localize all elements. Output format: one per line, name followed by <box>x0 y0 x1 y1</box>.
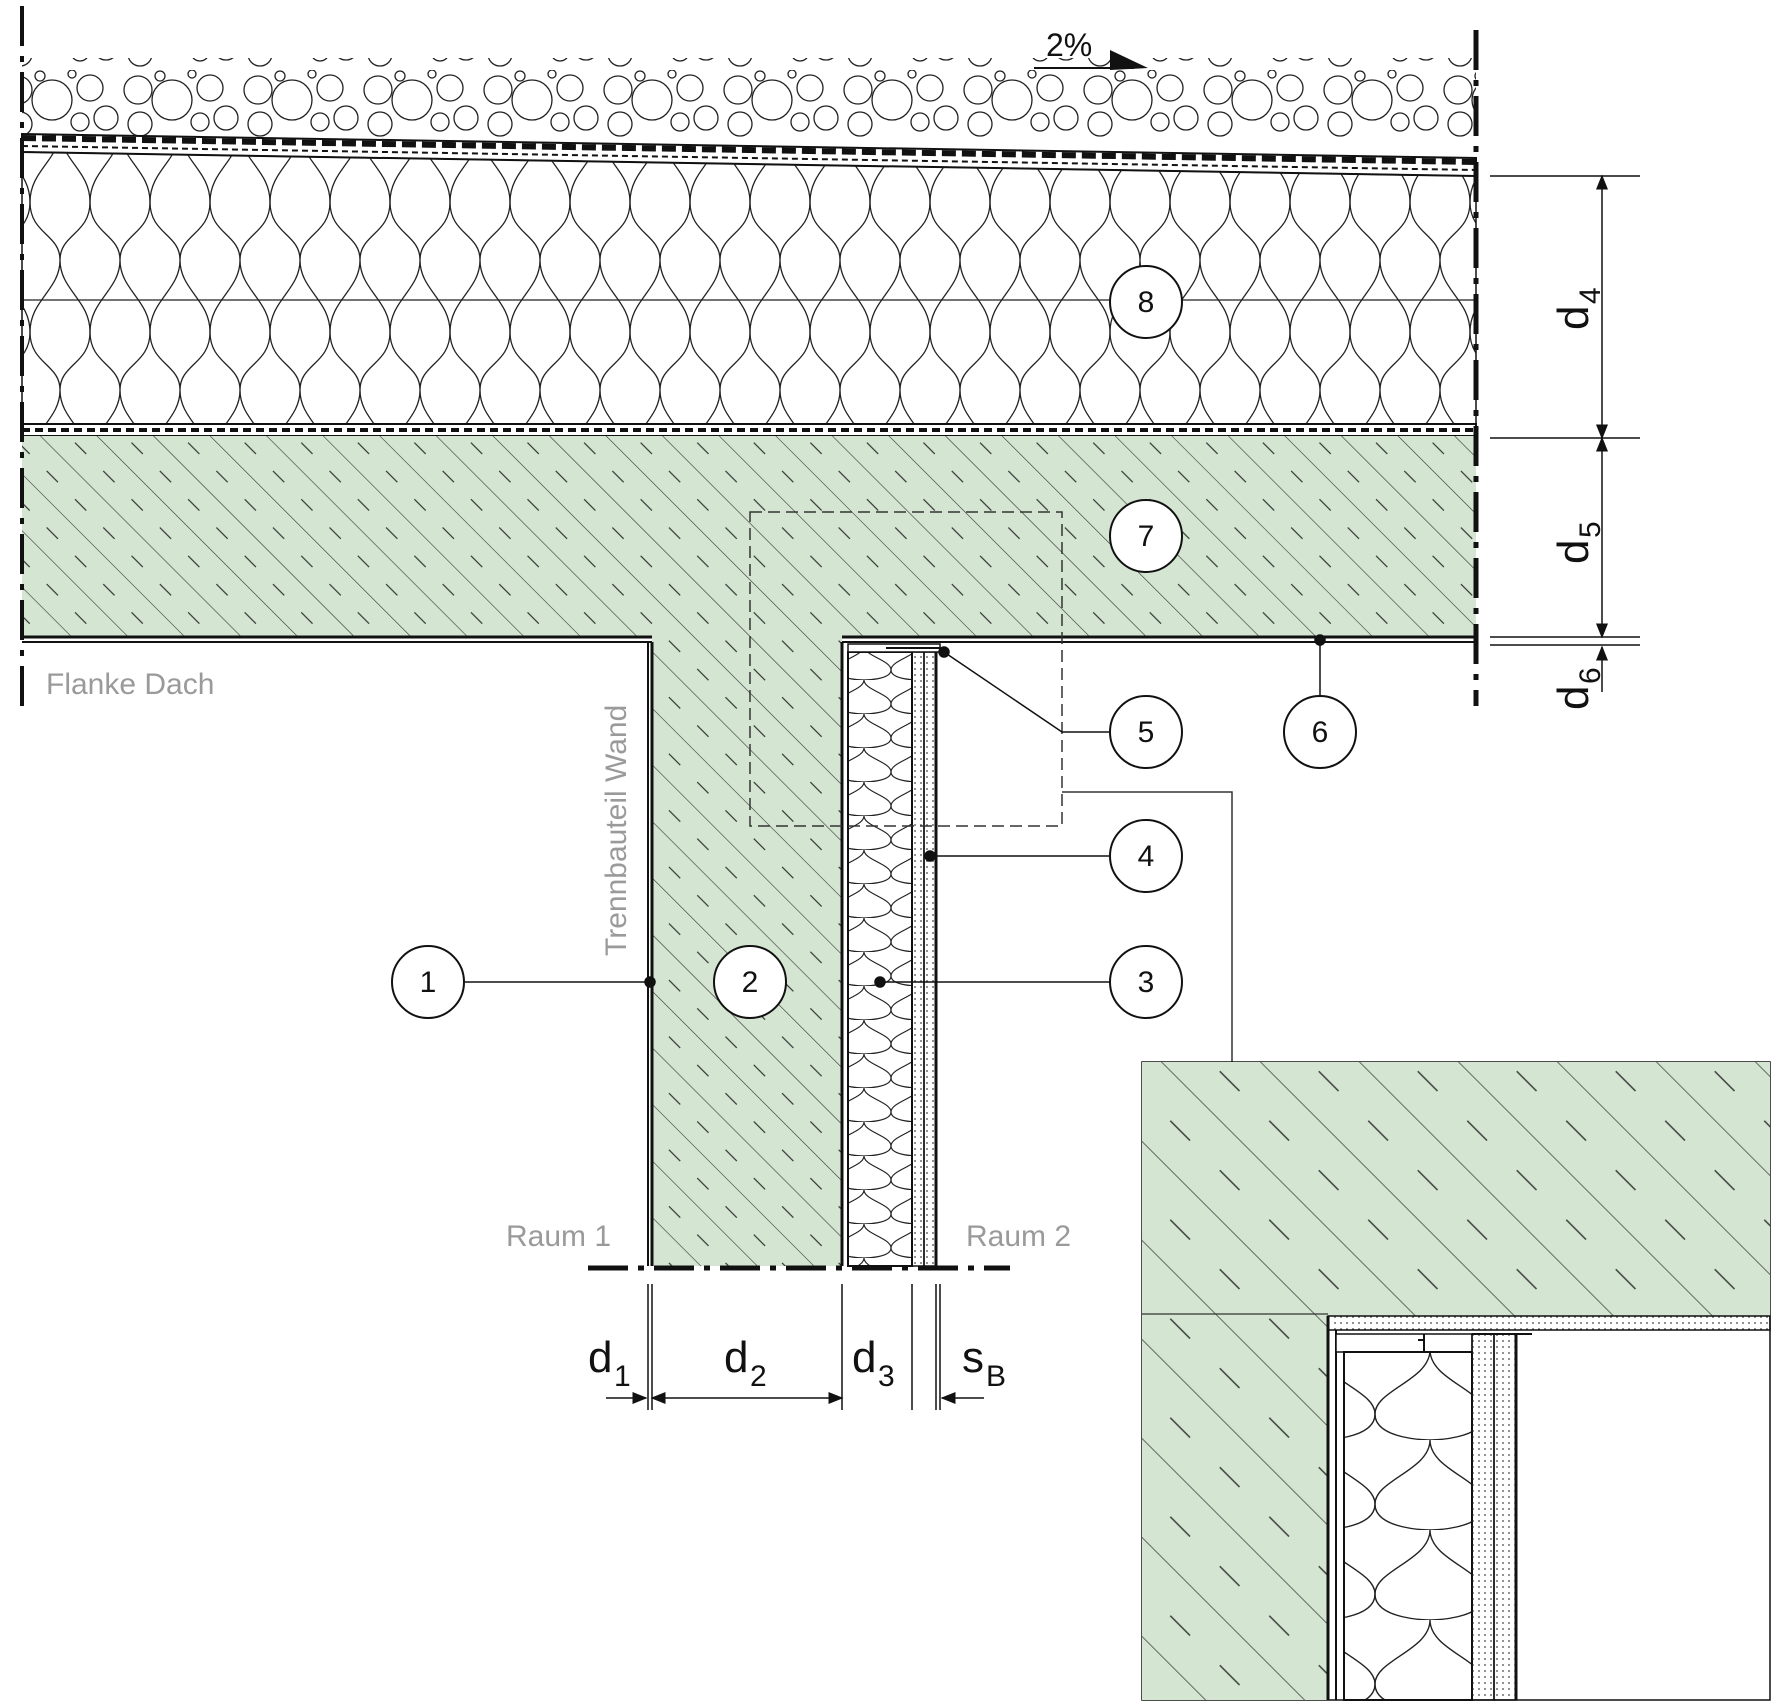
dim-d6-sub: 6 <box>1574 667 1607 684</box>
label-flanke-dach: Flanke Dach <box>46 668 214 701</box>
callout-6: 6 <box>1283 695 1357 769</box>
dim-sB-sub: B <box>986 1360 1006 1393</box>
dim-d4-base: d <box>1549 306 1598 330</box>
callout-2-label: 2 <box>742 966 759 999</box>
gravel-layer <box>22 58 1476 138</box>
callout-3: 3 <box>1109 945 1183 1019</box>
label-raum-2: Raum 2 <box>966 1220 1071 1253</box>
dim-d2-sub: 2 <box>750 1360 767 1393</box>
dim-sB-base: s <box>962 1333 984 1382</box>
dim-d1-sub: 1 <box>614 1360 631 1393</box>
callout-6-label: 6 <box>1312 716 1329 749</box>
callout-leaders <box>464 634 1326 988</box>
wall-lining <box>847 643 941 1267</box>
vertical-dimension-chain <box>1490 174 1640 692</box>
callout-1-label: 1 <box>420 966 437 999</box>
callout-8-label: 8 <box>1138 286 1155 319</box>
detail-leader <box>1062 791 1233 1062</box>
callout-4-label: 4 <box>1138 840 1155 873</box>
label-raum-1: Raum 1 <box>506 1220 611 1253</box>
slope-indicator: 2% <box>1034 27 1148 70</box>
concrete-slab <box>22 436 1476 636</box>
dim-d3-sub: 3 <box>878 1360 895 1393</box>
callout-5-label: 5 <box>1138 716 1155 749</box>
callout-7-label: 7 <box>1138 520 1155 553</box>
callout-8: 8 <box>1109 265 1183 339</box>
slope-label: 2% <box>1046 27 1092 63</box>
label-trennbauteil-wand: Trennbauteil Wand <box>600 705 633 956</box>
callout-7: 7 <box>1109 499 1183 573</box>
vapor-barrier <box>21 423 1477 437</box>
dim-d5-base: d <box>1549 540 1598 564</box>
detail-marker <box>749 511 1063 827</box>
dim-d1-base: d <box>588 1333 612 1382</box>
dim-d3-base: d <box>852 1333 876 1382</box>
callout-3-label: 3 <box>1138 966 1155 999</box>
callout-5: 5 <box>1109 695 1183 769</box>
zoom-inset <box>1141 1061 1771 1701</box>
callout-1: 1 <box>391 945 465 1019</box>
roof-insulation <box>21 151 1477 429</box>
horizontal-dimension-chain <box>606 1284 984 1410</box>
callout-2: 2 <box>713 945 787 1019</box>
section-boundaries <box>20 6 1479 1271</box>
dim-d5-sub: 5 <box>1574 521 1607 538</box>
callout-4: 4 <box>1109 819 1183 893</box>
dim-d2-base: d <box>724 1333 748 1382</box>
dim-d4-sub: 4 <box>1574 287 1607 304</box>
ceiling-plaster <box>22 635 1476 643</box>
dim-d6-base: d <box>1549 686 1598 710</box>
